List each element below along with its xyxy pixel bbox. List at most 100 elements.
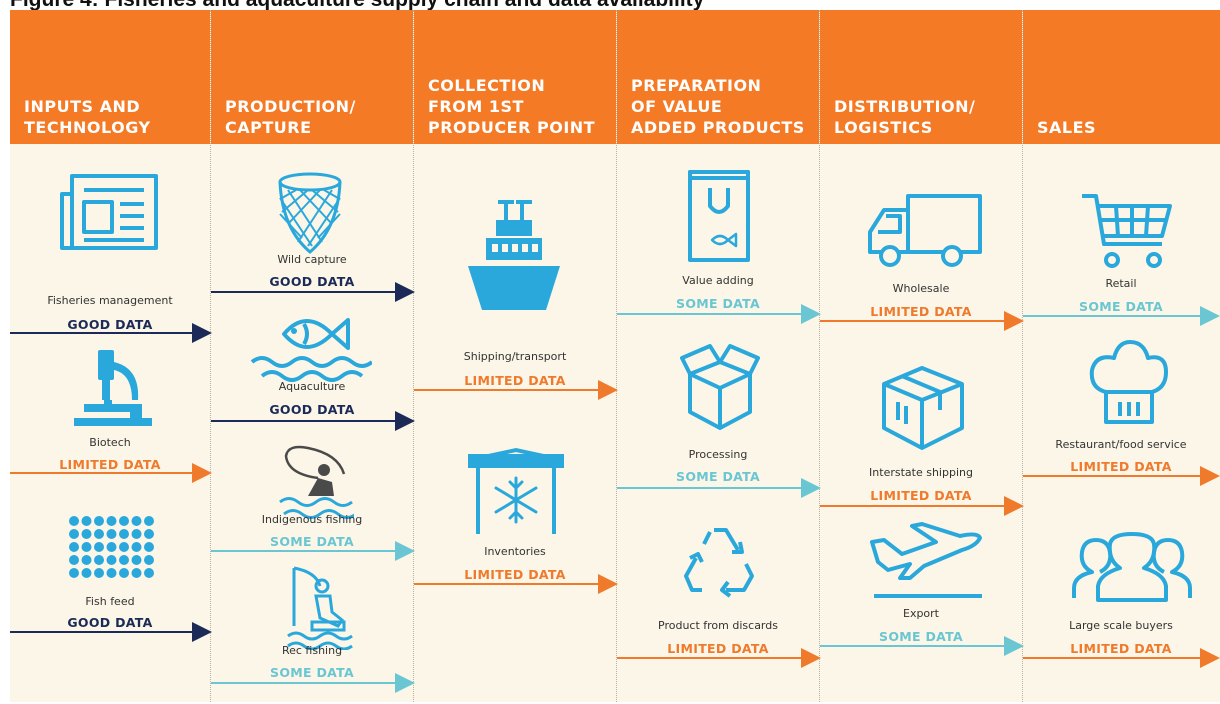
- fish-waves-icon: [250, 318, 372, 382]
- feed-dot: [144, 555, 154, 565]
- rec-fisher-icon: [287, 566, 353, 650]
- feed-dot: [131, 555, 142, 565]
- people-group-icon: [1072, 532, 1192, 602]
- item-label: Aquaculture: [278, 380, 346, 393]
- item-label: Export: [902, 607, 940, 620]
- data-quality-label: LIMITED DATA: [59, 457, 161, 472]
- header-label: PRODUCTION/ CAPTURE: [225, 97, 356, 137]
- shopping-cart-icon: [1082, 194, 1172, 268]
- package-icon: [882, 366, 964, 450]
- item-label: Restaurant/food service: [1055, 438, 1187, 451]
- feed-dot: [119, 568, 129, 578]
- feed-dot: [106, 529, 117, 539]
- data-quality-label: SOME DATA: [1079, 299, 1163, 314]
- fish-feed-dots-icon: [69, 516, 154, 578]
- item-label: Value adding: [682, 274, 754, 287]
- figure-title: Figure 4: Fisheries and aquaculture supp…: [10, 0, 1210, 11]
- column-divider: [1022, 10, 1023, 702]
- data-quality-label: SOME DATA: [879, 629, 963, 644]
- flow-arrows: [10, 282, 1220, 693]
- item-label: Wild capture: [277, 253, 347, 266]
- feed-dot: [69, 568, 79, 578]
- header-production-capture: PRODUCTION/ CAPTURE: [211, 10, 413, 144]
- feed-dot: [131, 542, 142, 552]
- header-label: PREPARATION OF VALUE ADDED PRODUCTS: [631, 76, 805, 137]
- feed-dot: [119, 542, 129, 552]
- feed-dot: [81, 516, 92, 526]
- feed-dot: [144, 516, 154, 526]
- feed-dot: [94, 542, 104, 552]
- feed-dot: [69, 529, 79, 539]
- data-quality-label: SOME DATA: [270, 534, 354, 549]
- header-inputs-technology: INPUTS AND TECHNOLOGY: [10, 10, 210, 144]
- feed-dot: [81, 568, 92, 578]
- column-divider: [819, 10, 820, 702]
- feed-dot: [131, 529, 142, 539]
- column-divider: [616, 10, 617, 702]
- chef-hat-icon: [1089, 340, 1168, 424]
- feed-dot: [81, 542, 92, 552]
- item-label: Wholesale: [892, 282, 950, 295]
- data-quality-label: LIMITED DATA: [1070, 641, 1172, 656]
- feed-dot: [106, 542, 117, 552]
- item-label: Retail: [1105, 277, 1137, 290]
- data-quality-label: LIMITED DATA: [667, 641, 769, 656]
- feed-dot: [106, 516, 117, 526]
- header-preparation: PREPARATION OF VALUE ADDED PRODUCTS: [617, 10, 819, 144]
- truck-icon: [868, 194, 982, 267]
- data-quality-label: GOOD DATA: [67, 615, 153, 630]
- feed-dot: [119, 555, 129, 565]
- data-quality-label: LIMITED DATA: [464, 373, 566, 388]
- header-label: SALES: [1037, 118, 1097, 137]
- data-quality-label: SOME DATA: [676, 469, 760, 484]
- header-distribution: DISTRIBUTION/ LOGISTICS: [820, 10, 1022, 144]
- feed-dot: [144, 568, 154, 578]
- recycle-icon: [684, 528, 754, 598]
- feed-dot: [94, 529, 104, 539]
- item-label: Large scale buyers: [1069, 619, 1173, 632]
- header-label: COLLECTION FROM 1ST PRODUCER POINT: [428, 76, 596, 137]
- item-label: Fisheries management: [47, 294, 173, 307]
- item-label: Inventories: [484, 545, 546, 558]
- feed-dot: [69, 542, 79, 552]
- feed-dot: [94, 555, 104, 565]
- shopping-bag-icon: [688, 170, 750, 262]
- feed-dot: [131, 516, 142, 526]
- fishing-net-icon: [278, 172, 342, 254]
- data-quality-label: GOOD DATA: [269, 402, 355, 417]
- item-label: Biotech: [89, 436, 131, 449]
- data-quality-label: LIMITED DATA: [870, 304, 972, 319]
- feed-dot: [106, 568, 117, 578]
- feed-dot: [144, 529, 154, 539]
- item-label: Fish feed: [85, 595, 135, 608]
- item-label: Shipping/transport: [463, 350, 567, 363]
- feed-dot: [94, 516, 104, 526]
- data-quality-label: SOME DATA: [676, 296, 760, 311]
- item-label: Interstate shipping: [869, 466, 973, 479]
- data-quality-label: LIMITED DATA: [1070, 459, 1172, 474]
- feed-dot: [119, 529, 129, 539]
- feed-dot: [81, 555, 92, 565]
- item-label: Product from discards: [658, 619, 778, 632]
- data-quality-label: LIMITED DATA: [870, 488, 972, 503]
- header-label: INPUTS AND TECHNOLOGY: [24, 97, 151, 137]
- data-quality-label: SOME DATA: [270, 665, 354, 680]
- item-label: Indigenous fishing: [261, 513, 363, 526]
- indigenous-fisher-icon: [279, 445, 354, 519]
- feed-dot: [144, 542, 154, 552]
- feed-dot: [69, 516, 79, 526]
- item-label: Processing: [688, 448, 748, 461]
- feed-dot: [131, 568, 142, 578]
- feed-dot: [81, 529, 92, 539]
- feed-dot: [94, 568, 104, 578]
- data-quality-label: GOOD DATA: [269, 274, 355, 289]
- column-divider: [413, 10, 414, 702]
- header-sales: SALES: [1023, 10, 1220, 144]
- data-quality-label: GOOD DATA: [67, 317, 153, 332]
- header-collection: COLLECTION FROM 1ST PRODUCER POINT: [414, 10, 616, 144]
- item-label: Rec fishing: [281, 644, 343, 657]
- data-quality-label: LIMITED DATA: [464, 567, 566, 582]
- feed-dot: [69, 555, 79, 565]
- ship-icon: [468, 200, 560, 310]
- cold-storage-icon: [468, 447, 564, 534]
